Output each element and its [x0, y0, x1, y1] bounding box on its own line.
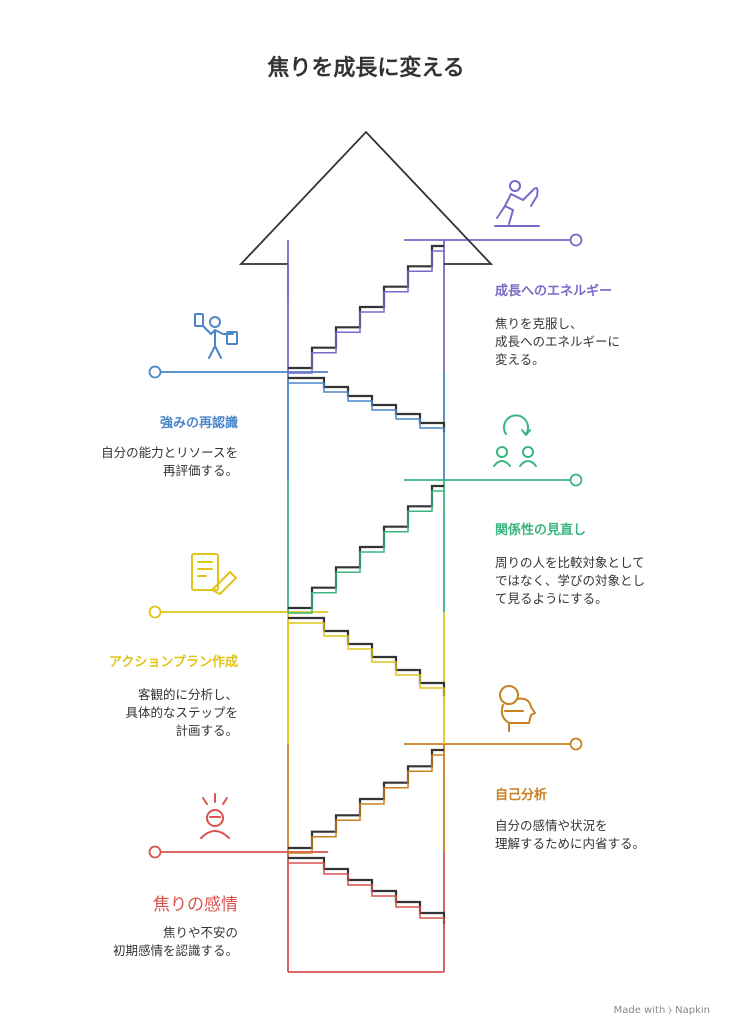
stage-desc-energy: 焦りを克服し、 成長へのエネルギーに 変える。 [495, 316, 621, 367]
stage-label-energy: 成長へのエネルギー [495, 284, 613, 299]
staircase-edge-relationship [288, 490, 444, 614]
staircase-edge-energy [288, 250, 444, 374]
staircase-self-analysis [288, 748, 444, 850]
staircase-edge-strengths [288, 382, 445, 437]
staircase-relationship [288, 484, 444, 610]
thinking-head-icon [499, 685, 536, 732]
stage-label-strengths: 強みの再認識 [159, 416, 238, 431]
checklist-writing-icon [191, 553, 237, 595]
staircase-energy [288, 244, 444, 370]
page-title: 焦りを成長に変える [267, 56, 465, 81]
stage-desc-strengths: 自分の能力とリソースを 再評価する。 [101, 445, 238, 478]
node-energy [569, 233, 583, 247]
staircase-edge-action-plan [288, 622, 445, 701]
node-action-plan [148, 605, 162, 619]
staircase-edge-self-analysis [288, 754, 444, 854]
stage-desc-action-plan: 客観的に分析し、 具体的なステップを 計画する。 [125, 687, 238, 738]
node-emotion [148, 845, 162, 859]
napkin-watermark: Made with ⧽ Napkin [613, 1005, 710, 1016]
node-strengths [148, 365, 162, 379]
stage-label-action-plan: アクションプラン作成 [109, 655, 238, 670]
person-presenting-icon [194, 313, 238, 359]
stage-desc-relationship: 周りの人を比較対象として ではなく、学びの対象とし て見るようにする。 [495, 555, 646, 606]
stage-label-relationship: 関係性の見直し [495, 523, 587, 538]
staircase-edge-emotion [288, 862, 445, 929]
stage-label-emotion: 焦りの感情 [153, 895, 238, 915]
stage-label-self-analysis: 自己分析 [495, 788, 548, 803]
arrow-head [238, 130, 494, 265]
node-relationship [569, 473, 583, 487]
stressed-person-icon [200, 793, 230, 839]
stage-desc-self-analysis: 自分の感情や状況を 理解するために内省する。 [495, 818, 646, 851]
node-self-analysis [569, 737, 583, 751]
stage-desc-emotion: 焦りや不安の 初期感情を認識する。 [112, 925, 238, 958]
climbing-person-icon [494, 180, 540, 227]
people-refresh-icon [493, 414, 537, 467]
